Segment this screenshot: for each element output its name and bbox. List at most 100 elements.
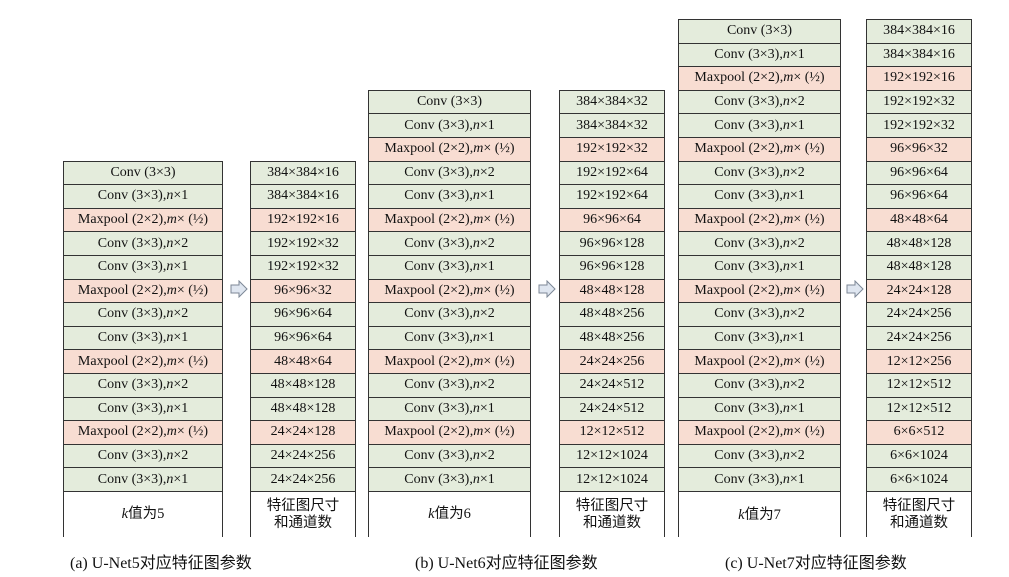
layer-variable: n xyxy=(472,164,480,180)
feature-size-text: 48×48×128 xyxy=(270,377,336,393)
layer-variable: n xyxy=(472,400,480,416)
conv-layer-cell: Conv (3×3), n×1 xyxy=(64,468,222,492)
layer-label: Conv (3×3) xyxy=(726,23,793,39)
layer-label: Conv (3×3), xyxy=(714,471,783,487)
layer-label: Conv (3×3), xyxy=(97,235,167,251)
layer-label: Conv (3×3), xyxy=(404,117,473,133)
feature-size-text: 384×384×32 xyxy=(576,94,648,110)
layer-variable: n xyxy=(472,377,480,393)
layer-variable: n xyxy=(166,471,174,487)
feature-size-text: 192×192×64 xyxy=(576,164,648,180)
feature-size-cell: 192×192×32 xyxy=(251,232,355,256)
layer-variable: n xyxy=(166,448,174,464)
conv-layer-cell: Conv (3×3), n×1 xyxy=(679,114,840,138)
feature-size-cell: 24×24×128 xyxy=(251,421,355,445)
k-variable: k xyxy=(428,506,435,523)
layer-suffix: ×2 xyxy=(173,306,189,322)
k-value-footer: k值为7 xyxy=(679,492,840,538)
feature-size-cell: 12×12×1024 xyxy=(560,468,664,492)
feature-size-text: 24×24×256 xyxy=(886,330,952,346)
layer-suffix: ×2 xyxy=(479,377,495,393)
feature-size-text: 48×48×128 xyxy=(886,235,952,251)
layer-label: Conv (3×3), xyxy=(97,448,167,464)
layer-variable: n xyxy=(472,188,480,204)
layer-variable: m xyxy=(783,141,794,157)
feature-size-cell: 24×24×256 xyxy=(251,444,355,469)
layer-label: Conv (3×3), xyxy=(404,448,473,464)
feature-size-text: 6×6×1024 xyxy=(890,471,948,487)
layer-label: Maxpool (2×2), xyxy=(77,353,167,369)
layer-suffix: ×1 xyxy=(479,471,495,487)
feature-size-cell: 24×24×128 xyxy=(867,279,971,304)
layer-suffix: ×2 xyxy=(789,94,805,110)
layer-variable: n xyxy=(472,471,480,487)
layer-label: Conv (3×3), xyxy=(97,471,167,487)
feature-size-cell: 12×12×1024 xyxy=(560,444,664,469)
feature-size-text: 96×96×64 xyxy=(274,330,332,346)
layer-suffix: ×2 xyxy=(479,306,495,322)
k-value-footer: k值为6 xyxy=(369,491,530,538)
conv-layer-cell: Conv (3×3), n×2 xyxy=(64,232,222,256)
feature-size-cell: 12×12×512 xyxy=(867,374,971,398)
layer-variable: m xyxy=(473,212,484,228)
feature-size-cell: 384×384×16 xyxy=(867,20,971,44)
layer-variable: n xyxy=(472,259,480,275)
layer-label: Conv (3×3), xyxy=(404,235,473,251)
size-footer: 特征图尺寸和通道数 xyxy=(560,491,664,538)
conv-layer-cell: Conv (3×3), n×2 xyxy=(369,444,530,469)
feature-size-text: 12×12×1024 xyxy=(576,471,648,487)
feature-size-text: 96×96×64 xyxy=(583,212,641,228)
feature-size-cell: 96×96×32 xyxy=(251,279,355,304)
layer-variable: n xyxy=(782,471,790,487)
feature-size-text: 24×24×256 xyxy=(270,448,336,464)
layer-suffix: ×1 xyxy=(789,259,805,275)
layer-variable: n xyxy=(166,330,174,346)
layer-label: Maxpool (2×2), xyxy=(384,282,474,298)
feature-size-text: 192×192×32 xyxy=(267,259,339,275)
panel-caption-b: (b) U-Net6对应特征图参数 xyxy=(415,555,598,572)
layer-variable: m xyxy=(783,353,794,369)
maxpool-layer-cell: Maxpool (2×2), m× (½) xyxy=(679,279,840,304)
feature-size-text: 48×48×128 xyxy=(270,400,336,416)
layer-suffix: ×2 xyxy=(173,235,189,251)
layer-suffix: × (½) xyxy=(483,353,515,369)
layer-label: Conv (3×3), xyxy=(714,259,783,275)
layer-label: Maxpool (2×2), xyxy=(694,212,784,228)
conv-layer-cell: Conv (3×3), n×1 xyxy=(369,114,530,138)
layer-label: Conv (3×3), xyxy=(404,188,473,204)
layer-variable: n xyxy=(782,94,790,110)
layer-variable: n xyxy=(472,117,480,133)
layer-suffix: ×1 xyxy=(173,188,189,204)
feature-size-cell: 24×24×256 xyxy=(867,326,971,351)
feature-size-cell: 384×384×32 xyxy=(560,90,664,115)
layer-suffix: ×2 xyxy=(789,164,805,180)
feature-size-cell: 48×48×128 xyxy=(251,373,355,398)
feature-size-cell: 96×96×32 xyxy=(867,138,971,162)
layer-suffix: × (½) xyxy=(793,353,825,369)
layer-suffix: ×1 xyxy=(789,188,805,204)
layer-suffix: ×2 xyxy=(789,377,805,393)
layer-label: Conv (3×3), xyxy=(404,259,473,275)
feature-size-cell: 48×48×256 xyxy=(560,326,664,351)
layer-suffix: × (½) xyxy=(483,141,515,157)
feature-size-cell: 24×24×512 xyxy=(560,397,664,422)
conv-layer-cell: Conv (3×3), n×1 xyxy=(369,326,530,351)
layer-label: Conv (3×3), xyxy=(404,400,473,416)
layer-label: Conv (3×3), xyxy=(404,471,473,487)
k-value-label: k值为5 xyxy=(122,506,165,523)
feature-size-text: 48×48×128 xyxy=(886,259,952,275)
layer-label: Conv (3×3), xyxy=(714,377,783,393)
feature-size-text: 96×96×64 xyxy=(890,188,948,204)
feature-size-text: 96×96×32 xyxy=(890,141,948,157)
feature-size-cell: 384×384×16 xyxy=(251,185,355,209)
conv-layer-cell: Conv (3×3), n×2 xyxy=(369,161,530,186)
feature-size-text: 48×48×64 xyxy=(274,353,332,369)
feature-size-text: 24×24×256 xyxy=(579,353,645,369)
layer-label: Conv (3×3), xyxy=(97,306,167,322)
layer-suffix: ×1 xyxy=(789,471,805,487)
layer-label: Conv (3×3), xyxy=(714,448,783,464)
layer-label: Conv (3×3), xyxy=(97,377,167,393)
size-footer-line: 和通道数 xyxy=(890,515,948,531)
conv-layer-cell: Conv (3×3), n×1 xyxy=(369,185,530,209)
layer-variable: n xyxy=(472,330,480,346)
